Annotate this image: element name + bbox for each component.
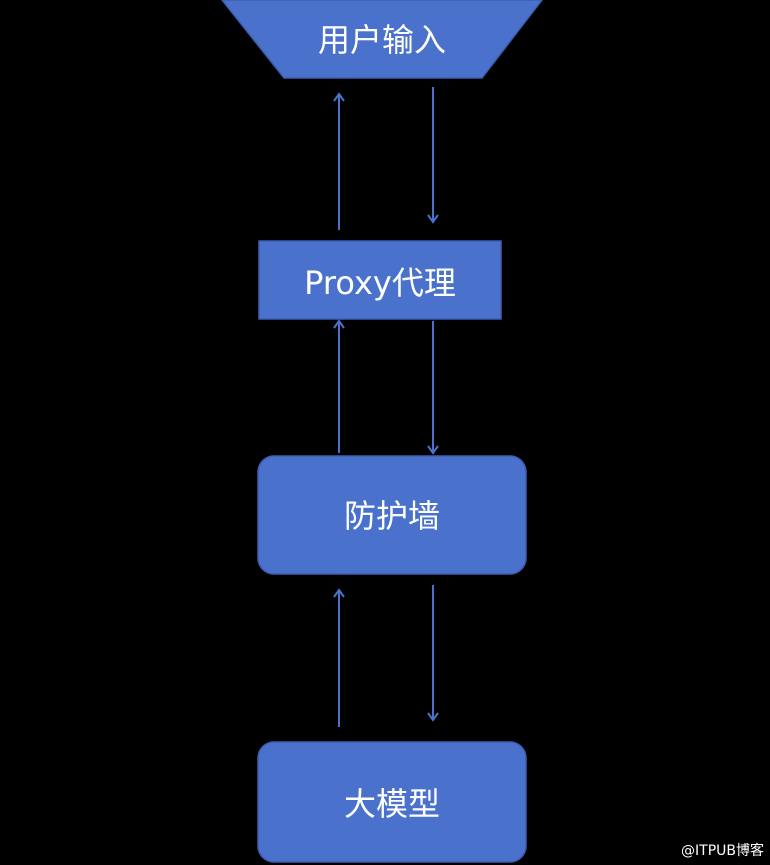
proxy-label: Proxy代理 [304, 264, 456, 302]
node-firewall: 防护墙 [257, 455, 527, 575]
llm-label: 大模型 [344, 785, 440, 823]
firewall-shape [257, 455, 527, 575]
node-proxy: Proxy代理 [258, 240, 502, 320]
user-input-label: 用户输入 [318, 21, 446, 59]
llm-shape [257, 741, 527, 863]
proxy-shape [258, 240, 502, 320]
watermark: @ITPUB博客 [681, 842, 764, 859]
user-input-shape [221, 0, 543, 79]
node-llm: 大模型 [257, 741, 527, 863]
firewall-label: 防护墙 [344, 497, 440, 535]
node-user-input: 用户输入 [221, 0, 543, 79]
